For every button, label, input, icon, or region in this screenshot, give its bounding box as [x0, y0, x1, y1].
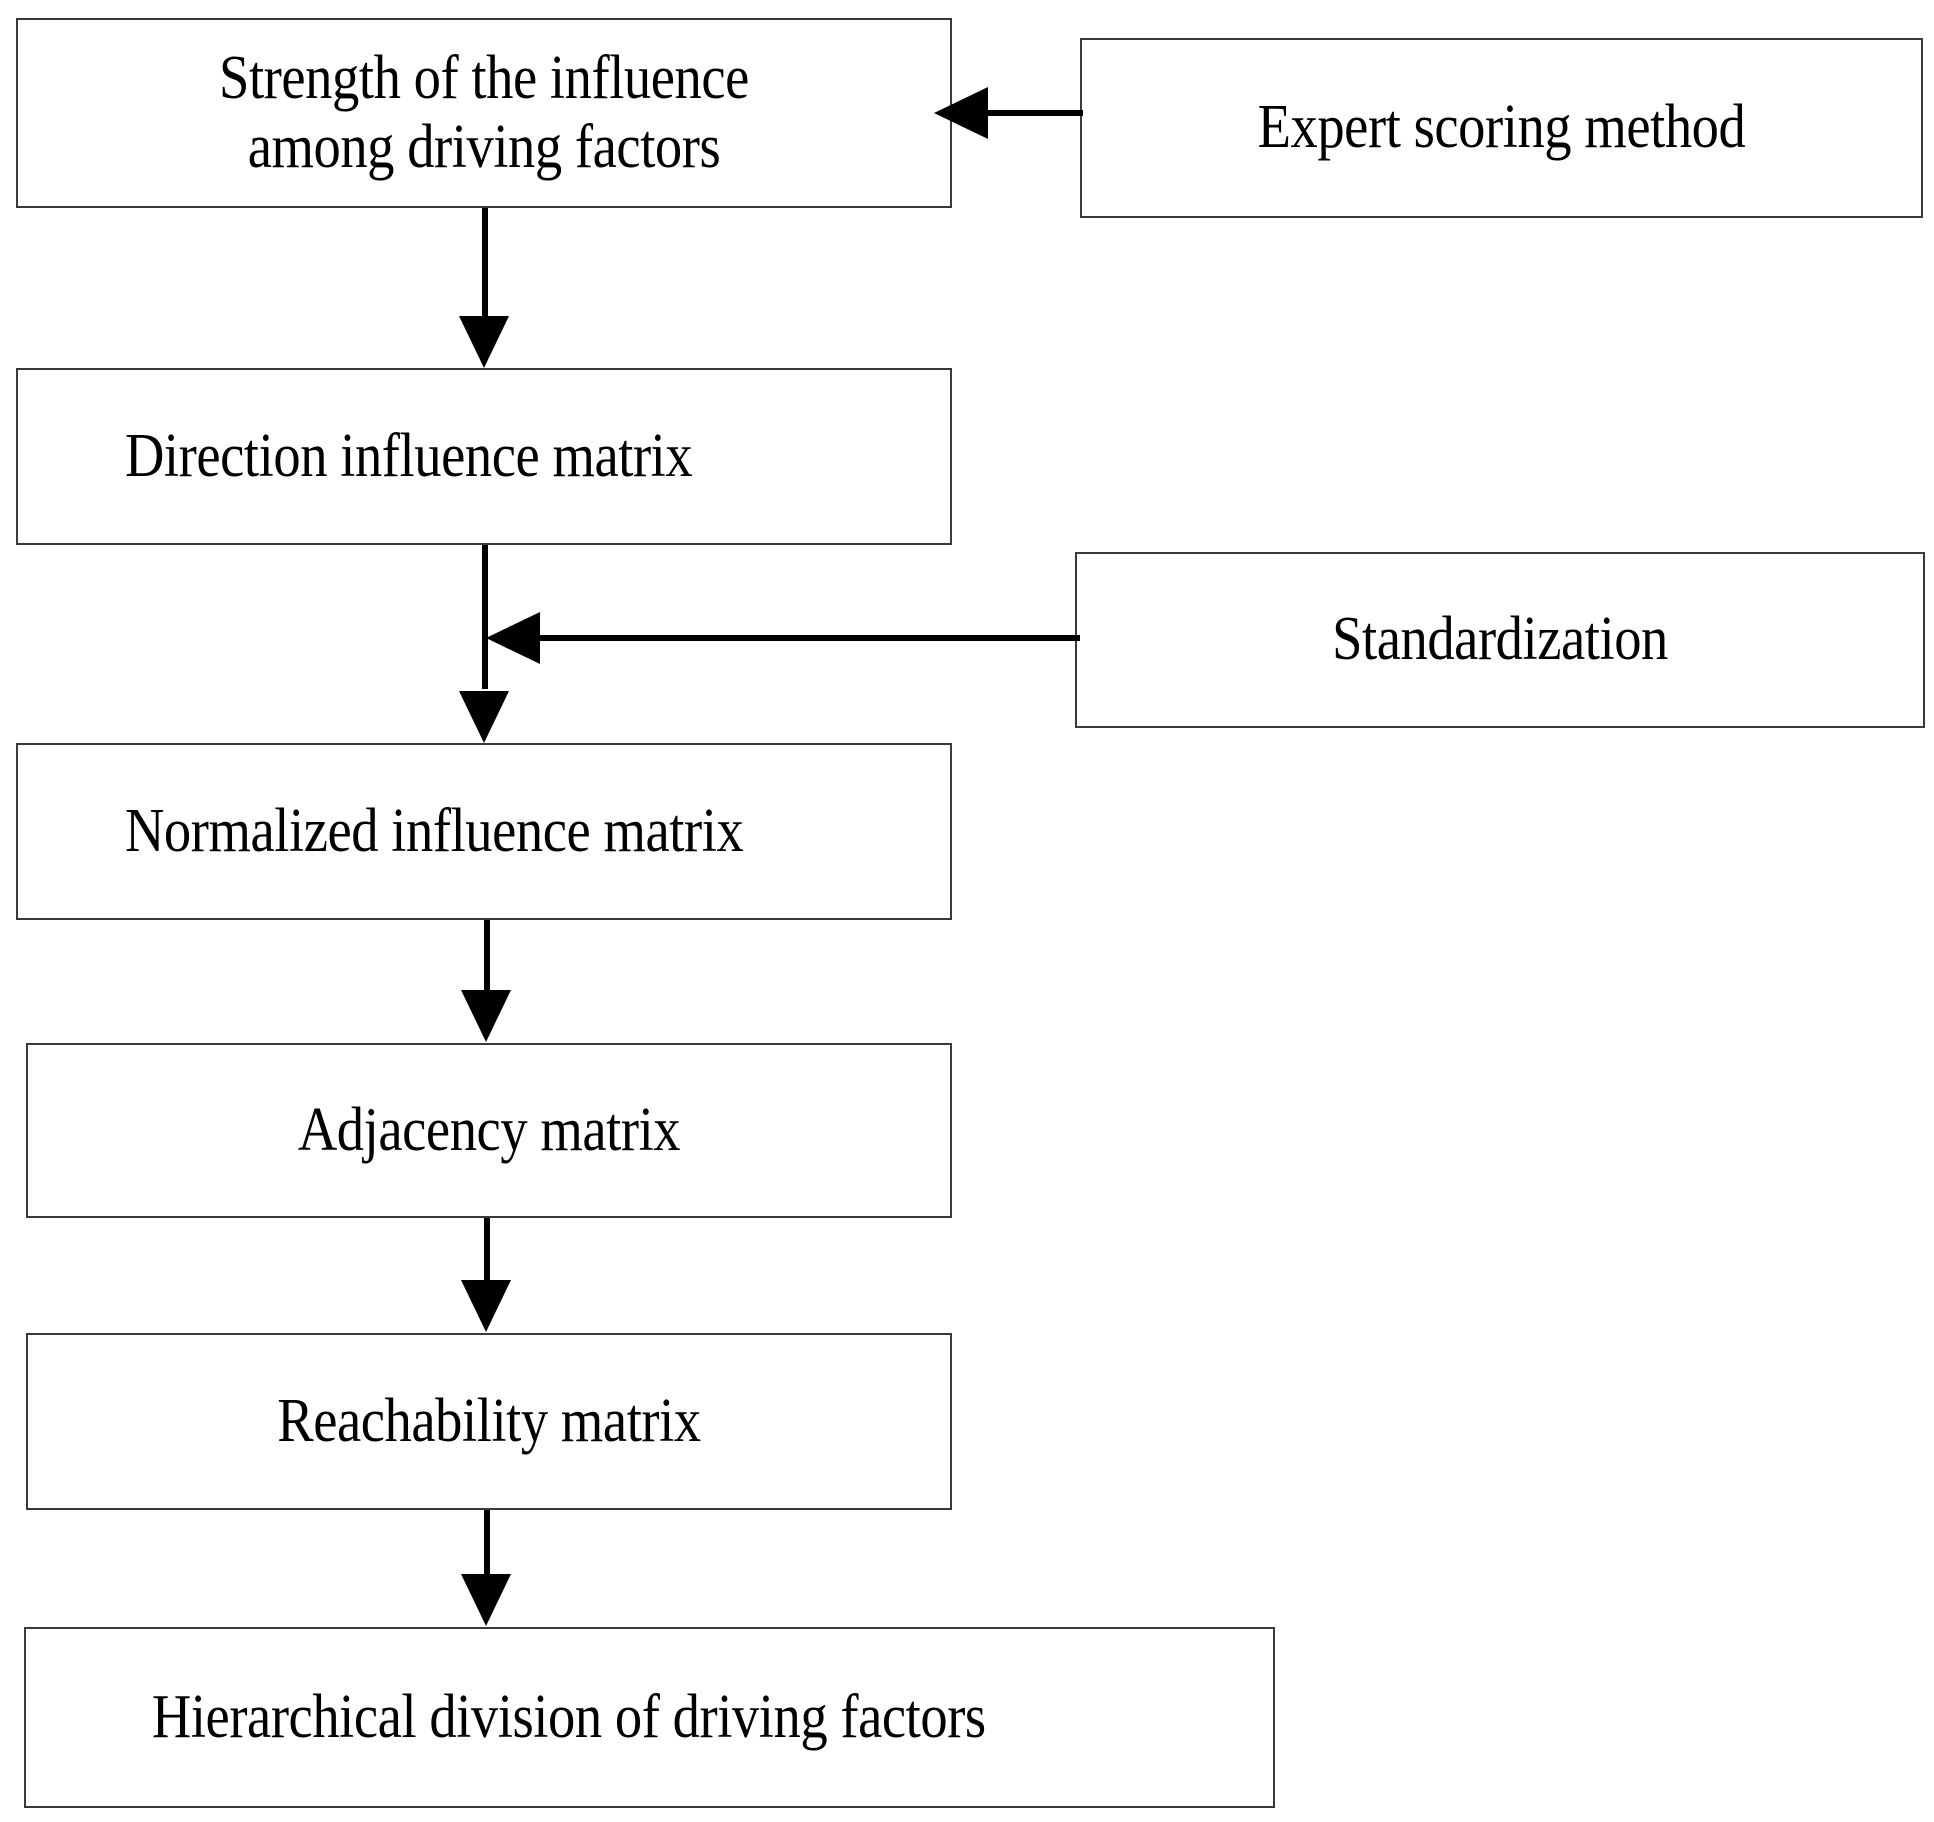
node-normalized-influence-matrix[interactable]: Normalized influence matrix [16, 743, 952, 920]
connector-strength-to-direction-line [482, 208, 488, 320]
node-direction-influence-matrix[interactable]: Direction influence matrix [16, 368, 952, 545]
arrow-down-icon-direction-to-normalized [459, 691, 509, 743]
arrow-down-icon-normalized-to-adjacency [461, 990, 511, 1042]
node-reachability-matrix[interactable]: Reachability matrix [26, 1333, 952, 1510]
connector-reachability-to-hierarchical-line [484, 1510, 490, 1574]
arrow-left-icon-standardization-to-flow [486, 612, 540, 664]
connector-expert-to-strength-line [988, 110, 1083, 116]
connector-adjacency-to-reachability-line [484, 1218, 490, 1280]
node-reachability-matrix-label: Reachability matrix [277, 1386, 701, 1455]
node-expert-scoring-method-label: Expert scoring method [1257, 93, 1746, 162]
arrow-down-icon-adjacency-to-reachability [461, 1280, 511, 1332]
arrow-down-icon-strength-to-direction [459, 316, 509, 368]
arrow-left-icon-expert-to-strength [934, 87, 988, 139]
connector-normalized-to-adjacency-line [484, 920, 490, 990]
node-adjacency-matrix[interactable]: Adjacency matrix [26, 1043, 952, 1218]
arrow-down-icon-reachability-to-hierarchical [461, 1574, 511, 1626]
connector-standardization-to-flow-line [540, 635, 1080, 641]
node-direction-influence-matrix-label: Direction influence matrix [124, 421, 693, 490]
node-expert-scoring-method[interactable]: Expert scoring method [1080, 38, 1923, 218]
node-standardization[interactable]: Standardization [1075, 552, 1925, 728]
node-adjacency-matrix-label: Adjacency matrix [297, 1095, 681, 1164]
node-strength-of-influence-label: Strength of the influence among driving … [219, 43, 749, 181]
connector-direction-to-normalized-line [482, 545, 488, 689]
node-hierarchical-division[interactable]: Hierarchical division of driving factors [24, 1627, 1275, 1808]
node-normalized-influence-matrix-label: Normalized influence matrix [124, 796, 744, 865]
node-hierarchical-division-label: Hierarchical division of driving factors [151, 1682, 986, 1751]
node-strength-of-influence[interactable]: Strength of the influence among driving … [16, 18, 952, 208]
node-standardization-label: Standardization [1332, 605, 1668, 674]
